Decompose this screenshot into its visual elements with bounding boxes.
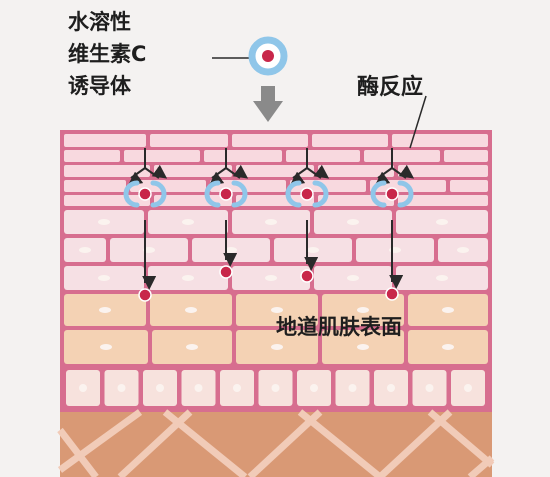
cell-nucleus (156, 384, 164, 392)
branch-arrow-left (289, 167, 308, 186)
cell-nucleus (99, 307, 111, 313)
vitamin-dot-deep (219, 265, 233, 279)
enzyme-arc-icon (150, 180, 167, 208)
enzyme-arc-icon (123, 180, 140, 208)
branch-arrow-right (144, 164, 168, 179)
vitamin-dot (300, 187, 314, 201)
enzyme-arc-icon (370, 180, 387, 208)
down-arrow-head (253, 101, 283, 122)
vitamin-dot-deep (300, 269, 314, 283)
enzyme-arc-icon (204, 180, 221, 208)
cell-nucleus (271, 307, 283, 313)
dermis-fiber-line (297, 409, 383, 477)
stratum-corneum-cell (124, 150, 200, 162)
cell-nucleus (265, 275, 277, 281)
cell-nucleus (347, 275, 359, 281)
vitamin-dot (219, 187, 233, 201)
vitamin-molecule-core (262, 50, 274, 62)
cell-nucleus (117, 384, 126, 392)
cell-nucleus (357, 344, 369, 350)
cell-nucleus (225, 247, 237, 253)
stratum-corneum-cell (398, 195, 488, 206)
cell-nucleus (436, 275, 448, 281)
skin-layers (57, 130, 495, 477)
cell-nucleus (182, 275, 194, 281)
label-vitamin-line1: 水溶性 (68, 10, 131, 34)
cell-nucleus (98, 219, 110, 225)
branch-arrow-left (374, 167, 393, 186)
stratum-corneum-cell (290, 180, 366, 192)
dermis-fiber-line (162, 409, 248, 477)
vitamin-dot-deep (138, 288, 152, 302)
stratum-corneum-cell (64, 180, 126, 192)
stratum-corneum-cell (398, 165, 488, 177)
label-enzyme-reaction: 酶反应 (357, 75, 424, 100)
cell-nucleus (79, 247, 91, 253)
label-skin-surface: 地道肌肤表面 (276, 315, 402, 339)
enzyme-pointer-line (409, 95, 427, 149)
cell-nucleus (389, 247, 401, 253)
cell-nucleus (100, 344, 112, 350)
cell-nucleus (442, 344, 454, 350)
enzyme-arc-icon (312, 180, 329, 208)
enzyme-arc-icon (231, 180, 248, 208)
stratum-corneum-cell (150, 134, 228, 147)
stratum-corneum-cell (312, 134, 388, 147)
cell-nucleus (194, 384, 203, 392)
branch-arrow-right (225, 164, 249, 179)
stratum-corneum-cell (392, 134, 488, 147)
cell-nucleus (265, 219, 277, 225)
dermis-fiber-line (57, 409, 143, 473)
branch-arrow-right (391, 164, 415, 179)
cell-nucleus (347, 219, 359, 225)
diagram-overlay (123, 36, 427, 302)
branch-arrow-left (208, 167, 227, 186)
cell-nucleus (185, 307, 197, 313)
cell-nucleus (271, 384, 280, 392)
stratum-corneum-cell (204, 150, 282, 162)
branch-arrow-left (127, 167, 146, 186)
enzyme-arc-icon (285, 180, 302, 208)
stratum-corneum-cell (286, 150, 360, 162)
vitamin-dot (138, 187, 152, 201)
vitamin-dot-deep (385, 287, 399, 301)
dermis-fiber-line (427, 409, 495, 468)
stratum-corneum-cell (444, 150, 488, 162)
cell-nucleus (307, 247, 319, 253)
cell-nucleus (233, 384, 241, 392)
label-vitamin-line3: 诱导体 (68, 74, 131, 98)
stratum-corneum-cell (64, 165, 150, 177)
cell-nucleus (310, 384, 318, 392)
label-vitamin-line2: 维生素C (68, 42, 147, 66)
cell-nucleus (186, 344, 198, 350)
cell-nucleus (98, 275, 110, 281)
cell-nucleus (357, 307, 369, 313)
vitamin-dot (385, 187, 399, 201)
stratum-corneum-cell (450, 180, 488, 192)
stratum-corneum-cell (64, 150, 120, 162)
branch-arrow-right (306, 164, 330, 179)
cell-nucleus (79, 384, 87, 392)
stratum-corneum-cell (232, 134, 308, 147)
cell-nucleus (182, 219, 194, 225)
cell-nucleus (348, 384, 357, 392)
cell-nucleus (387, 384, 395, 392)
cell-nucleus (425, 384, 434, 392)
stratum-corneum-cell (64, 134, 146, 147)
enzyme-arc-icon (397, 180, 414, 208)
dermis-fiber-line (467, 455, 495, 477)
cell-nucleus (436, 219, 448, 225)
dermis-fiber-line (57, 427, 99, 477)
cell-nucleus (464, 384, 472, 392)
cell-nucleus (442, 307, 454, 313)
cell-nucleus (271, 344, 283, 350)
down-arrow-icon (261, 86, 275, 102)
cell-nucleus (457, 247, 469, 253)
stratum-corneum-cell (364, 150, 440, 162)
